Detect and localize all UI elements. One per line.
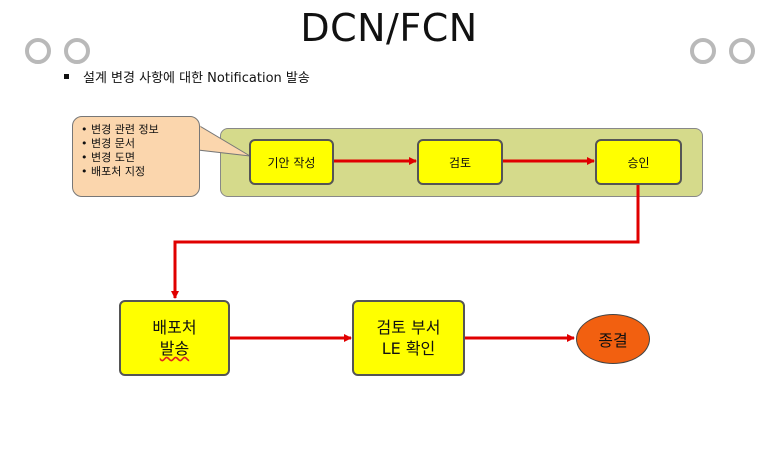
subtitle-text: 설계 변경 사항에 대한 Notification 발송 xyxy=(83,71,310,86)
draft-label: 기안 작성 xyxy=(267,155,316,170)
review-box: 검토 xyxy=(417,139,503,185)
page-title: DCN/FCN xyxy=(300,6,478,50)
dept-review-box: 검토 부서 LE 확인 xyxy=(352,300,465,376)
left-ring-2-icon xyxy=(64,38,90,64)
info-callout: 변경 관련 정보 변경 문서 변경 도면 배포처 지정 xyxy=(72,116,200,197)
distribute-box: 배포처 발송 xyxy=(119,300,230,376)
distribute-line1: 배포처 xyxy=(152,318,197,337)
callout-item: 변경 관련 정보 xyxy=(81,123,193,137)
distribute-line2: 발송 xyxy=(159,339,190,358)
dept-review-line1: 검토 부서 xyxy=(376,318,441,337)
right-ring-1-icon xyxy=(690,38,716,64)
end-ellipse: 종결 xyxy=(576,314,650,364)
callout-item: 배포처 지정 xyxy=(81,165,193,179)
square-bullet-icon xyxy=(64,74,69,79)
left-ring-1-icon xyxy=(25,38,51,64)
end-label: 종결 xyxy=(598,331,628,350)
callout-item: 변경 문서 xyxy=(81,137,193,151)
dept-review-line2: LE 확인 xyxy=(381,339,436,358)
callout-item: 변경 도면 xyxy=(81,151,193,165)
approve-box: 승인 xyxy=(595,139,682,185)
subtitle-bullet: 설계 변경 사항에 대한 Notification 발송 xyxy=(64,67,310,86)
arrow-approve-to-distribute xyxy=(171,185,640,299)
callout-pointer xyxy=(197,124,251,157)
approve-label: 승인 xyxy=(627,155,650,170)
right-ring-2-icon xyxy=(729,38,755,64)
review-label: 검토 xyxy=(448,155,472,170)
draft-box: 기안 작성 xyxy=(249,139,334,185)
